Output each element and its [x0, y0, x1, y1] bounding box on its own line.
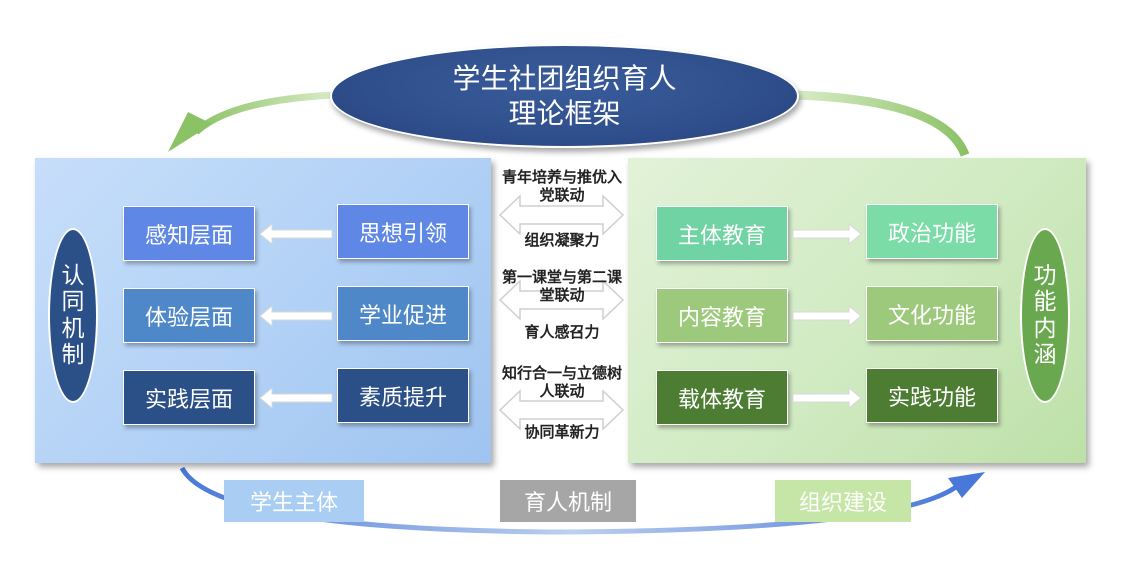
middle-link-2-bottom: 育人感召力 — [524, 323, 600, 341]
middle-link-1-bottom: 组织凝聚力 — [524, 231, 600, 249]
function-box-political: 政治功能 — [866, 204, 998, 259]
middle-double-arrows — [498, 194, 625, 431]
bottom-tag-student: 学生主体 — [224, 480, 364, 522]
function-box-practice: 实践功能 — [866, 368, 998, 423]
level-box-perception: 感知层面 — [123, 206, 255, 261]
left-oval-label: 认同机制 — [61, 262, 85, 368]
driver-box-thought: 思想引领 — [337, 204, 469, 259]
bottom-right-arrowhead — [948, 472, 985, 498]
middle-link-1-top: 青年培养与推优入党联动 — [501, 168, 622, 204]
middle-link-3-bottom: 协同革新力 — [524, 423, 600, 441]
right-oval-label: 功能内涵 — [1033, 262, 1057, 368]
left-arrow-2 — [259, 304, 333, 328]
level-box-practice: 实践层面 — [123, 370, 255, 425]
education-box-subject: 主体教育 — [656, 206, 788, 261]
level-box-experience: 体验层面 — [123, 288, 255, 343]
right-arrow-3 — [792, 386, 862, 410]
right-arrows — [792, 222, 862, 410]
top-right-arc — [794, 90, 970, 157]
left-oval: 认同机制 — [48, 228, 98, 403]
right-oval: 功能内涵 — [1020, 228, 1070, 403]
middle-link-2-top: 第一课堂与第二课堂联动 — [501, 268, 622, 304]
function-box-cultural: 文化功能 — [866, 286, 998, 341]
driver-box-study: 学业促进 — [337, 286, 469, 341]
left-arrow-3 — [259, 386, 333, 410]
title-line-2: 理论框架 — [508, 97, 621, 130]
education-box-carrier: 载体教育 — [656, 370, 788, 425]
title-ellipse: 学生社团组织育人 理论框架 — [330, 44, 799, 148]
bottom-tag-organization: 组织建设 — [775, 480, 911, 522]
bottom-tag-mechanism: 育人机制 — [500, 480, 636, 522]
left-arrows — [259, 222, 333, 410]
left-arrow-1 — [259, 222, 333, 246]
education-box-content: 内容教育 — [656, 288, 788, 343]
middle-link-3-top: 知行合一与立德树人联动 — [501, 364, 622, 400]
title-line-1: 学生社团组织育人 — [452, 62, 677, 95]
top-left-arrowhead — [168, 112, 212, 152]
right-arrow-1 — [792, 222, 862, 246]
driver-box-quality: 素质提升 — [337, 368, 469, 423]
top-left-arc — [193, 91, 336, 135]
right-arrow-2 — [792, 304, 862, 328]
